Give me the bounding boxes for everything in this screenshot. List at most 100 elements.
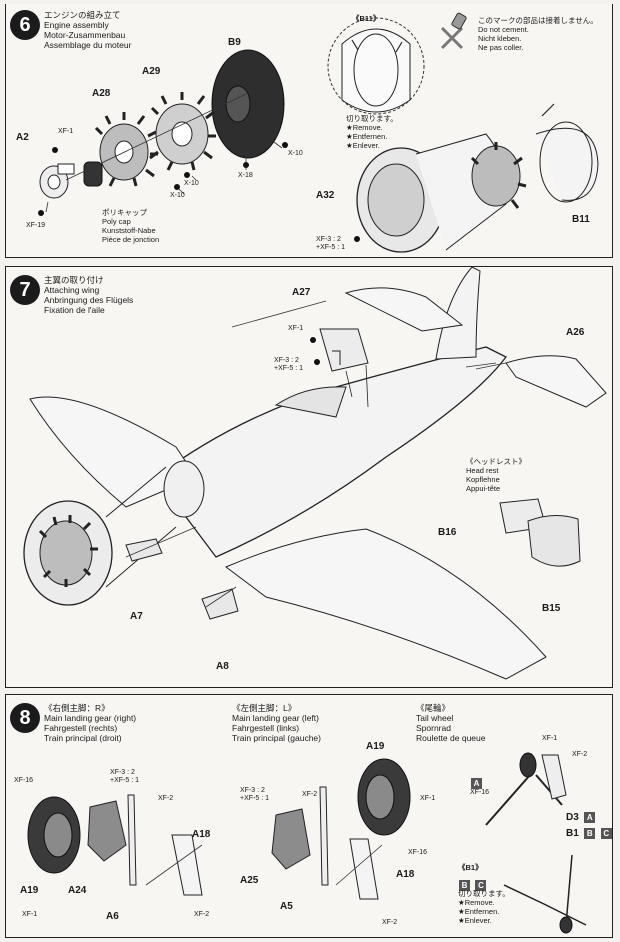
part-label-a25: A25 xyxy=(240,875,259,886)
paint-mix-b: +XF-5 : 1 xyxy=(316,244,345,251)
remove-de: ★Entfernen. xyxy=(458,907,500,916)
title-fr: Roulette de queue xyxy=(416,733,486,743)
box-letter-c: C xyxy=(475,880,487,891)
polycap-fr: Pièce de jonction xyxy=(102,235,160,244)
title-en: Engine assembly xyxy=(44,20,109,30)
part-label-b15: B15 xyxy=(542,603,561,614)
paint-x18: X-18 xyxy=(238,172,253,179)
box-letter-a: A xyxy=(584,812,596,823)
paint-xf16-tail: XF-16 xyxy=(470,789,490,796)
remove-fr: ★Enlever. xyxy=(346,141,380,150)
part-label-a24: A24 xyxy=(68,885,87,896)
title-fr: Train principal (droit) xyxy=(44,733,122,743)
headrest-de: Kopflehne xyxy=(466,475,500,484)
step-8-panel: 8 《右側主脚：R》 Main landing gear (right) Fah… xyxy=(5,694,613,938)
paint-xf16-right: XF-16 xyxy=(14,777,34,784)
polycap-en: Poly cap xyxy=(102,217,131,226)
title-en: Attaching wing xyxy=(44,285,100,295)
part-label-a6: A6 xyxy=(106,911,119,922)
paint-xf1-right: XF-1 xyxy=(22,911,38,918)
inset-title-b1: 《B1》 xyxy=(458,863,483,872)
part-label-b1: B1 xyxy=(566,828,579,839)
title-fr: Train principal (gauche) xyxy=(232,733,321,743)
step-6-panel: 6 エンジンの組み立て Engine assembly Motor-Zusamm… xyxy=(5,4,613,258)
remove-de: ★Entfernen. xyxy=(346,132,388,141)
cement-jp: このマークの部品は接着しません。 xyxy=(478,16,598,25)
title-de: Fahrgestell (links) xyxy=(232,723,300,733)
step-number-6: 6 xyxy=(10,10,40,40)
cowling-assembly xyxy=(356,103,599,253)
box-letter-b: B xyxy=(584,828,596,839)
part-label-a19-right: A19 xyxy=(20,885,39,896)
title-en: Main landing gear (right) xyxy=(44,713,137,723)
paint-mix-b-right: +XF-5 : 1 xyxy=(110,777,139,784)
paint-mix-a: XF-3 : 2 xyxy=(274,357,299,364)
paint-x10-a28: X-10 xyxy=(170,192,185,199)
title-fr: Fixation de l'aile xyxy=(44,305,105,315)
tail-wheel-title: 《尾輪》 Tail wheel Spornrad Roulette de que… xyxy=(416,703,485,743)
title-jp: 《右側主脚：R》 xyxy=(44,703,110,713)
box-letter-b: B xyxy=(459,880,470,891)
title-en: Main landing gear (left) xyxy=(232,713,319,723)
cement-fr: Ne pas coller. xyxy=(478,43,524,52)
part-label-a18-right: A18 xyxy=(192,829,211,840)
polycap-de: Kunststoff-Nabe xyxy=(102,226,156,235)
title-en: Tail wheel xyxy=(416,713,454,723)
part-label-a32: A32 xyxy=(316,190,335,201)
paint-xf2-right-lower: XF-2 xyxy=(194,911,210,918)
inset-note-b11: 切り取ります。 ★Remove. ★Entfernen. ★Enlever. xyxy=(346,114,398,150)
cement-en: Do not cement. xyxy=(478,25,529,34)
inset-b1-boxes: B C xyxy=(458,875,487,893)
paint-xf2-left-lower: XF-2 xyxy=(382,919,398,926)
paint-dot xyxy=(310,337,316,343)
wing-assembly-diagram xyxy=(23,267,607,680)
inset-title-b11: 《B11》 xyxy=(352,14,381,23)
radial-engine-a28 xyxy=(93,112,158,187)
paint-dot xyxy=(282,142,288,148)
paint-dot xyxy=(38,210,44,216)
b1-label-row: B1 B C xyxy=(566,823,612,841)
headrest-en: Head rest xyxy=(466,466,499,475)
box-letter-c: C xyxy=(600,828,612,839)
part-label-a18-left: A18 xyxy=(396,869,415,880)
cement-note: このマークの部品は接着しません。 Do not cement. Nicht kl… xyxy=(478,16,598,52)
paint-x10-a29: X-10 xyxy=(184,180,199,187)
step-7-panel: 7 主翼の取り付け Attaching wing Anbringung des … xyxy=(5,266,613,688)
paint-dot xyxy=(314,359,320,365)
title-jp: エンジンの組み立て xyxy=(44,10,121,20)
remove-en: ★Remove. xyxy=(458,898,495,907)
title-de: Motor-Zusammenbau xyxy=(44,30,126,40)
paint-xf16-left: XF-16 xyxy=(408,849,428,856)
step-number-7: 7 xyxy=(10,275,40,305)
paint-xf1-tail: XF-1 xyxy=(542,735,558,742)
step-number-8: 8 xyxy=(10,703,40,733)
title-jp: 主翼の取り付け xyxy=(44,275,104,285)
remove-en: ★Remove. xyxy=(346,123,383,132)
part-label-a19-left: A19 xyxy=(366,741,385,752)
headrest-jp: 《ヘッドレスト》 xyxy=(466,457,526,466)
paint-mix-b-left: +XF-5 : 1 xyxy=(240,795,269,802)
part-label-a7: A7 xyxy=(130,611,143,622)
inset-note-b1: 切り取ります。 ★Remove. ★Entfernen. ★Enlever. xyxy=(458,889,510,925)
headrest-note: 《ヘッドレスト》 Head rest Kopflehne Appui-tête xyxy=(466,457,526,493)
part-label-d3: D3 xyxy=(566,812,579,823)
polycap-note: ポリキャップ Poly cap Kunststoff-Nabe Pièce de… xyxy=(102,208,159,244)
paint-mix-a-left: XF-3 : 2 xyxy=(240,787,265,794)
title-de: Anbringung des Flügels xyxy=(44,295,134,305)
paint-xf19: XF-19 xyxy=(26,222,46,229)
paint-xf2-tail: XF-2 xyxy=(572,751,588,758)
gear-housing-a2 xyxy=(39,163,75,199)
paint-dot xyxy=(243,162,249,168)
paint-dot xyxy=(184,172,190,178)
paint-mix-a: XF-3 : 2 xyxy=(316,236,341,243)
part-label-a27: A27 xyxy=(292,287,311,298)
right-gear-title: 《右側主脚：R》 Main landing gear (right) Fahrg… xyxy=(44,703,136,743)
step-6-title: エンジンの組み立て Engine assembly Motor-Zusammen… xyxy=(44,10,131,50)
part-label-a26: A26 xyxy=(566,327,585,338)
paint-mix-b: +XF-5 : 1 xyxy=(274,365,303,372)
paint-x10-b9: X-10 xyxy=(288,150,303,157)
title-fr: Assemblage du moteur xyxy=(44,40,132,50)
part-label-a28: A28 xyxy=(92,88,111,99)
part-label-b9: B9 xyxy=(228,37,241,48)
cement-de: Nicht kleben. xyxy=(478,34,522,43)
